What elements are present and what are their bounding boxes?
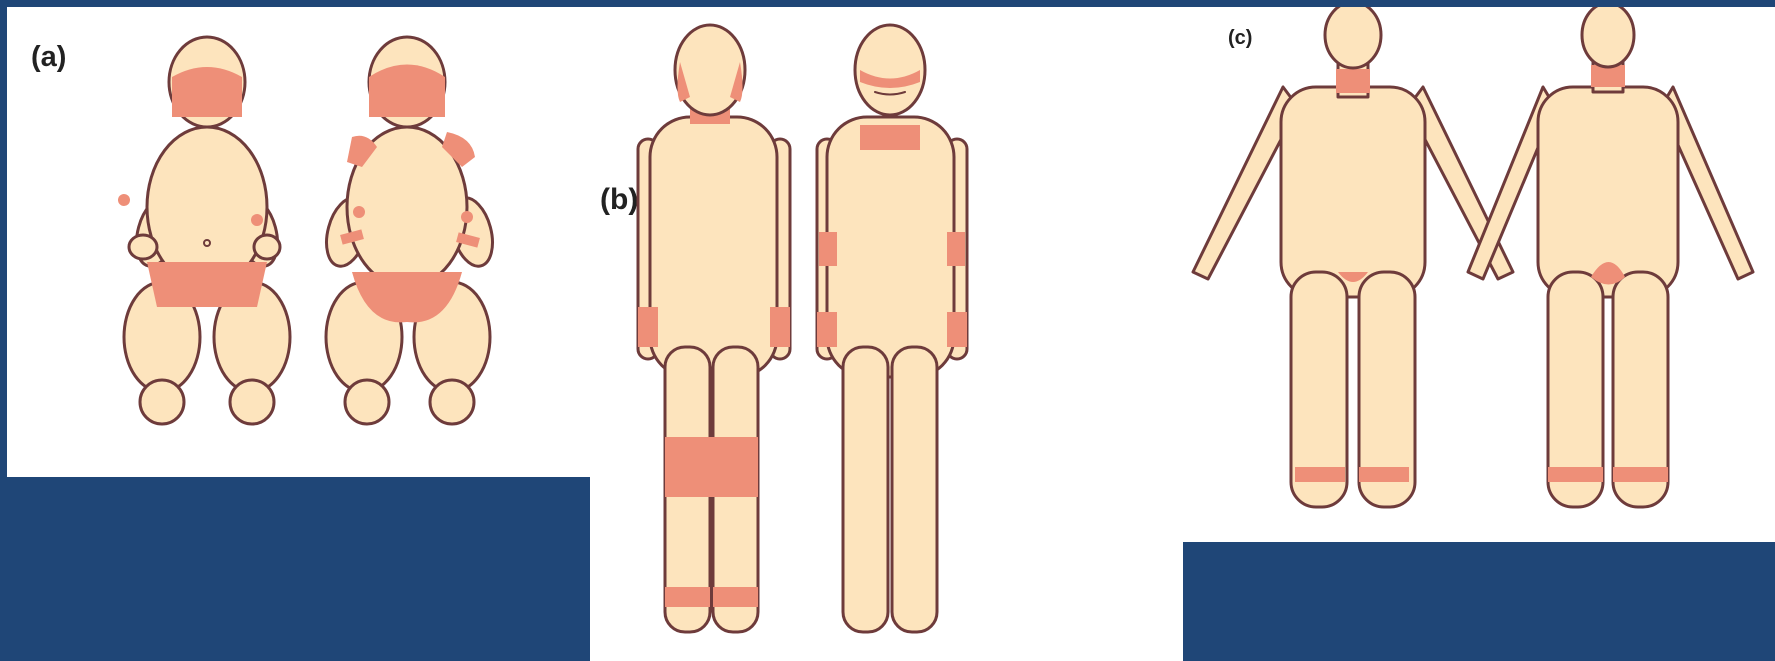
panel-adult: (c)	[1183, 7, 1775, 542]
panel-child: (b)	[590, 7, 1183, 661]
panel-infant: (a)	[7, 7, 590, 477]
adult-back-figure	[1468, 7, 1753, 507]
infant-back-figure	[320, 37, 500, 424]
infant-figures	[7, 7, 590, 477]
child-back-figure	[638, 25, 790, 632]
infant-front-figure	[118, 37, 290, 424]
child-front-figure	[817, 25, 967, 632]
adult-front-figure	[1193, 7, 1513, 507]
child-figures	[590, 7, 1183, 661]
adult-figures	[1183, 7, 1775, 542]
